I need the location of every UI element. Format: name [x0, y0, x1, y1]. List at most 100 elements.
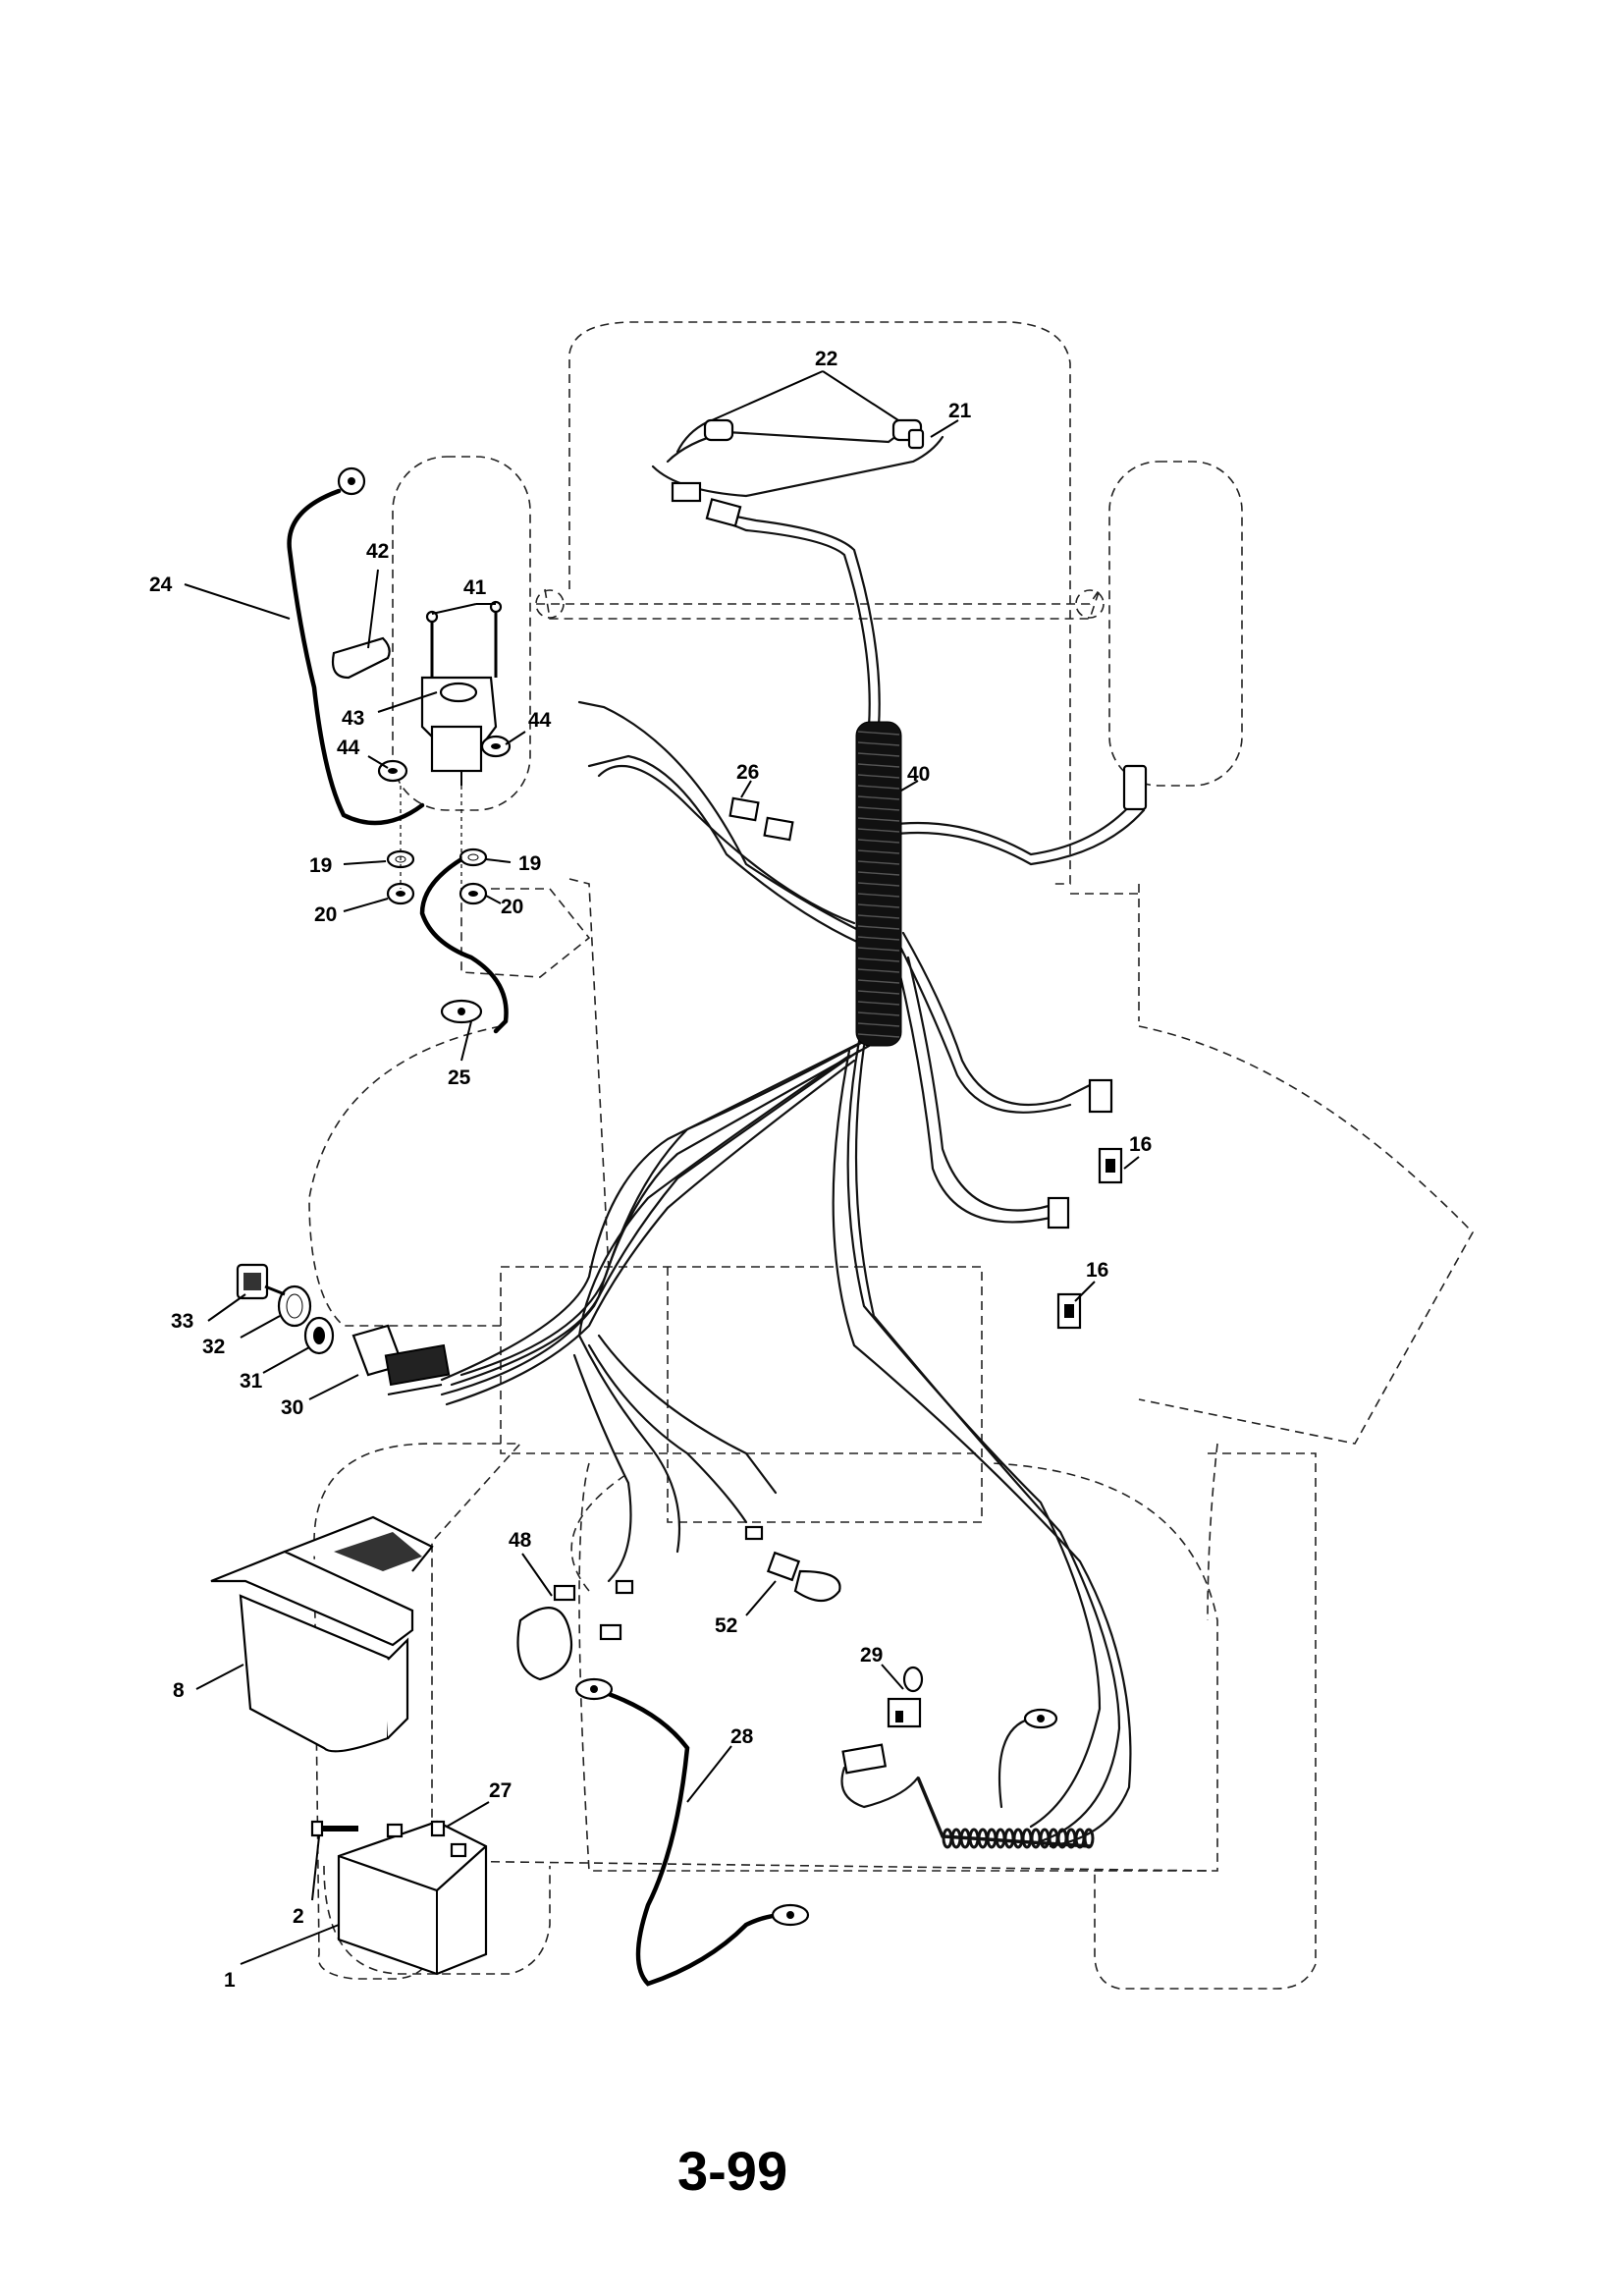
- callout-30: 30: [281, 1396, 303, 1419]
- loom-rib: [857, 795, 900, 800]
- cable-lug-25: [440, 999, 483, 1024]
- callout-33: 33: [171, 1310, 193, 1333]
- screws-41: [425, 600, 503, 678]
- callout-31: 31: [240, 1370, 263, 1393]
- loom-rib: [857, 1033, 900, 1038]
- loom-rib: [857, 979, 900, 984]
- callout-29: 29: [860, 1644, 883, 1667]
- bezel-32: [277, 1285, 312, 1328]
- loom-rib: [857, 957, 900, 962]
- headlight-connectors: [671, 481, 742, 527]
- loom-rib: [857, 947, 900, 952]
- washer-19-right: [458, 847, 488, 867]
- nut-20-left: [386, 882, 415, 905]
- callout-32: 32: [202, 1336, 225, 1358]
- battery-cable-24: [287, 488, 425, 826]
- callout-48: 48: [509, 1529, 532, 1552]
- loom-rib: [857, 731, 900, 736]
- callout-20-left: 20: [314, 903, 337, 926]
- loom-rib: [857, 1022, 900, 1027]
- nut-31: [303, 1316, 335, 1355]
- callout-43: 43: [342, 707, 364, 730]
- callout-40: 40: [907, 763, 930, 786]
- callout-21: 21: [948, 400, 972, 422]
- wire-ends: [615, 1525, 764, 1595]
- loom-rib: [857, 914, 900, 919]
- loom-rib: [857, 752, 900, 757]
- loom-rib: [857, 860, 900, 865]
- callout-labels: 1 2 8 16 16 19 19 20 20 21 22 24 25 26 2…: [149, 348, 1152, 1992]
- nut-20-right: [458, 882, 488, 905]
- loom-rib: [857, 968, 900, 973]
- callout-24: 24: [149, 574, 173, 596]
- connector-16-upper: [1088, 1078, 1123, 1184]
- loom-rib: [857, 903, 900, 908]
- loom-rib: [857, 871, 900, 876]
- cable-lug-29: [1023, 1708, 1058, 1729]
- bolt-2: [310, 1820, 358, 1837]
- loom-rib: [857, 763, 900, 768]
- right-connector: [1122, 764, 1148, 811]
- loom-rib: [857, 925, 900, 930]
- coil-loop: [1012, 1828, 1024, 1849]
- callout-19-right: 19: [518, 852, 541, 875]
- callout-25: 25: [448, 1066, 471, 1089]
- wiring-harness: [440, 420, 1146, 1848]
- callout-20-right: 20: [501, 896, 523, 918]
- coil-loop: [1003, 1828, 1015, 1849]
- callout-22: 22: [815, 348, 837, 370]
- nut-44-right: [480, 735, 512, 758]
- ignition-switch-30: [351, 1324, 451, 1395]
- lamp-48: [516, 1584, 622, 1681]
- loom-rib: [857, 893, 900, 898]
- loom-rib: [857, 828, 900, 833]
- seat-switch-harness: [840, 1717, 1095, 1849]
- cable-lug-24: [337, 466, 366, 496]
- page-number: 3-99: [677, 2140, 787, 2202]
- battery-box-8: [210, 1515, 434, 1753]
- tractor-outline: [308, 321, 1474, 1990]
- callout-52: 52: [715, 1614, 737, 1637]
- loom-rib: [857, 1001, 900, 1006]
- coil-loop: [995, 1828, 1006, 1849]
- connector-21: [907, 428, 925, 450]
- connector-52: [766, 1551, 841, 1603]
- seat-switch-29: [887, 1666, 924, 1728]
- callout-1: 1: [224, 1969, 236, 1992]
- callout-26: 26: [736, 761, 759, 784]
- callout-27: 27: [489, 1779, 512, 1802]
- battery-1: [337, 1820, 488, 1976]
- battery-cable-28: [591, 1686, 788, 1987]
- loom-rib: [857, 990, 900, 995]
- callout-16-lower: 16: [1086, 1259, 1108, 1282]
- coil-loop: [1030, 1828, 1042, 1849]
- callout-16-upper: 16: [1129, 1133, 1152, 1156]
- loom-rib: [857, 882, 900, 887]
- loom-rib: [857, 936, 900, 941]
- cable-25: [419, 856, 509, 1034]
- key-33: [236, 1263, 286, 1300]
- loom-rib: [857, 1011, 900, 1016]
- leader-lines: [184, 370, 1140, 1965]
- terminal-boot-42: [331, 636, 391, 680]
- nut-27: [430, 1820, 446, 1837]
- callout-8: 8: [173, 1679, 185, 1702]
- loom-rib: [857, 806, 900, 811]
- callout-41: 41: [463, 576, 487, 599]
- headlight-22-left: [703, 418, 734, 442]
- callout-19-left: 19: [309, 854, 332, 877]
- callout-44-left: 44: [337, 737, 360, 759]
- loom-rib: [857, 774, 900, 779]
- loom-rib: [857, 741, 900, 746]
- callout-44-right: 44: [528, 709, 552, 732]
- coil-loop: [1083, 1828, 1095, 1849]
- connector-16-lower: [1047, 1196, 1082, 1330]
- callout-28: 28: [730, 1725, 754, 1748]
- callout-42: 42: [366, 540, 389, 563]
- callout-2: 2: [293, 1905, 304, 1928]
- cable-lug-28-top: [574, 1677, 614, 1701]
- harness-loom: [855, 721, 902, 1047]
- loom-rib: [857, 849, 900, 854]
- cable-lug-28-bottom: [771, 1903, 810, 1927]
